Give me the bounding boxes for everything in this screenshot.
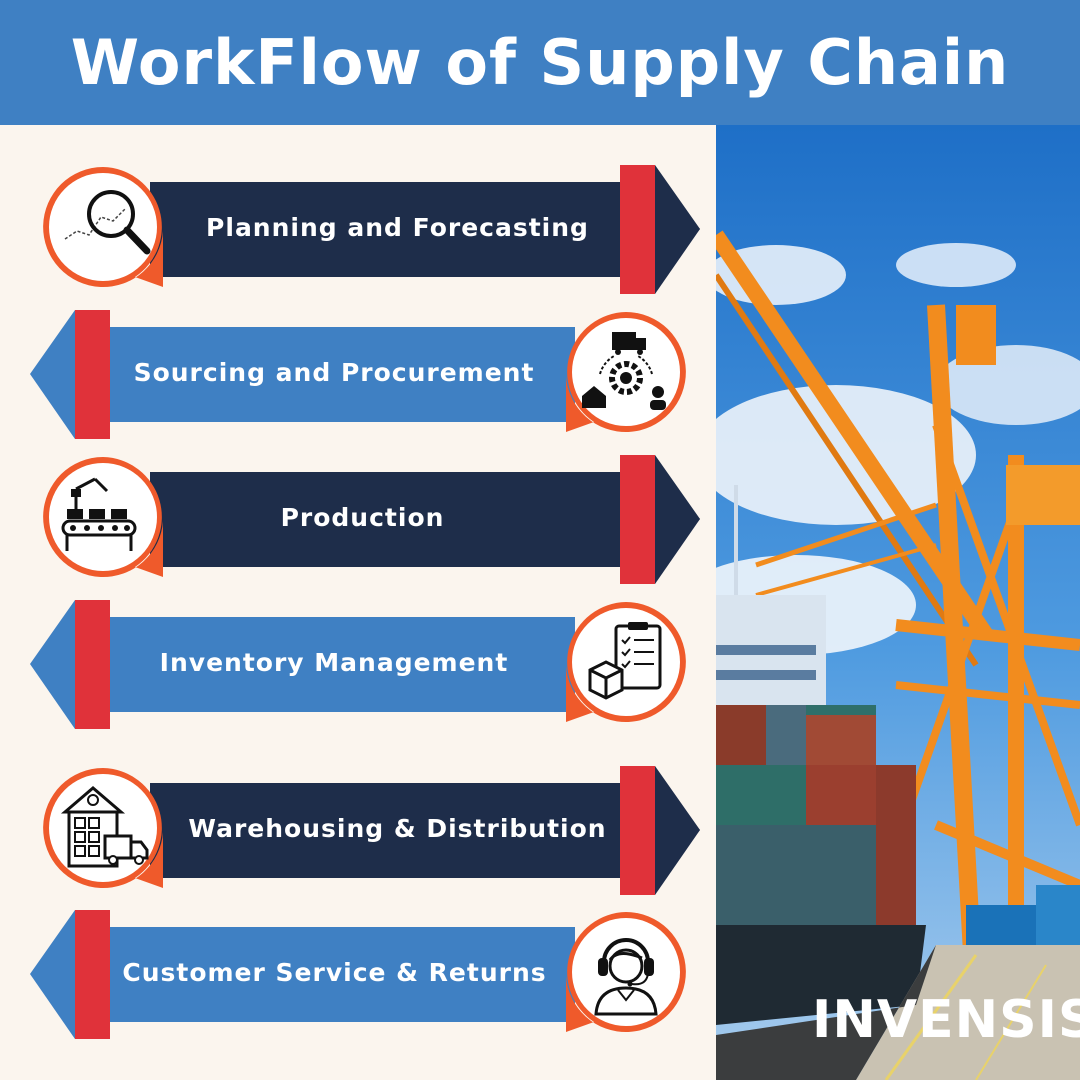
step-ribbon [150,766,700,895]
page-title: WorkFlow of Supply Chain [70,26,1010,99]
headset-agent-icon [558,904,694,1040]
step-label: Customer Service & Returns [122,958,547,987]
step-label: Sourcing and Procurement [133,358,535,387]
workflow-step-customer-service: Customer Service & Returns [0,902,716,1047]
workflow-step-warehousing: Warehousing & Distribution [0,758,716,903]
step-ribbon [30,600,575,729]
step-ribbon [30,310,575,439]
port-cranes-container-ship-image [716,125,1080,1080]
step-ribbon [150,165,700,294]
sourcing-cycle-icon [558,304,694,440]
conveyor-robot-icon [35,449,171,585]
workflow-step-planning: Planning and Forecasting [0,157,716,302]
step-ribbon [150,455,700,584]
invensis-logo: INVENSIS [812,990,1080,1050]
workflow-step-sourcing: Sourcing and Procurement [0,302,716,447]
clipboard-box-icon [558,594,694,730]
step-label: Warehousing & Distribution [188,814,607,843]
magnifier-chart-icon [35,159,171,295]
step-label: Inventory Management [159,648,509,677]
header-bar: WorkFlow of Supply Chain [0,0,1080,125]
step-label: Planning and Forecasting [206,213,589,242]
step-label: Production [280,503,445,532]
warehouse-truck-icon [35,760,171,896]
step-ribbon [30,910,575,1039]
workflow-step-inventory: Inventory Management [0,592,716,737]
workflow-step-production: Production [0,447,716,592]
